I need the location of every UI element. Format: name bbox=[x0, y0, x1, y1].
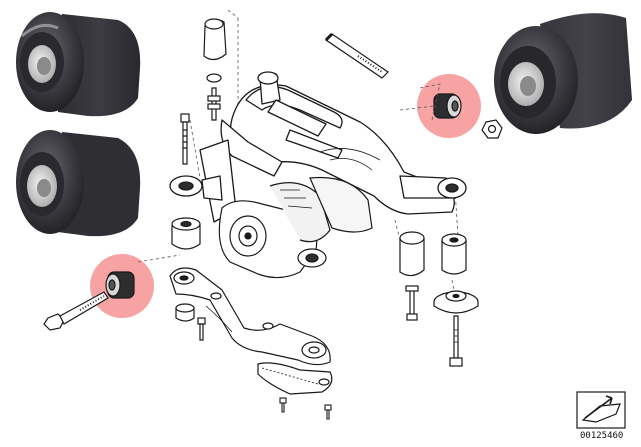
bolt-right-bottom bbox=[449, 315, 463, 367]
bolt-left-vertical bbox=[180, 113, 190, 165]
left-lower-mount bbox=[171, 217, 201, 250]
rear-subframe bbox=[169, 71, 467, 223]
bolt-left-long bbox=[43, 291, 109, 331]
bolt-bracket-small bbox=[197, 317, 206, 341]
bushing-photo-left-middle bbox=[16, 130, 141, 237]
bushing-drawing-left bbox=[105, 271, 135, 299]
right-damper-disc bbox=[433, 290, 479, 314]
bushing-photo-top-right bbox=[494, 13, 632, 134]
right-mount-front bbox=[399, 231, 425, 321]
bushing-photo-top-left bbox=[16, 12, 141, 117]
small-bolts-bottom bbox=[279, 397, 332, 420]
nut-right bbox=[481, 119, 503, 139]
upper-mount-column bbox=[203, 18, 227, 121]
small-cap-left bbox=[175, 303, 195, 322]
bushing-drawing-right bbox=[433, 93, 462, 119]
lower-heat-shield bbox=[257, 362, 333, 395]
car-corner-icon bbox=[576, 391, 626, 429]
reference-number: 00125460 bbox=[580, 431, 623, 441]
trailing-arm-bracket bbox=[169, 267, 331, 366]
long-bolt-top bbox=[324, 32, 389, 79]
differential-housing bbox=[218, 148, 381, 279]
right-mount-rear bbox=[441, 233, 467, 275]
